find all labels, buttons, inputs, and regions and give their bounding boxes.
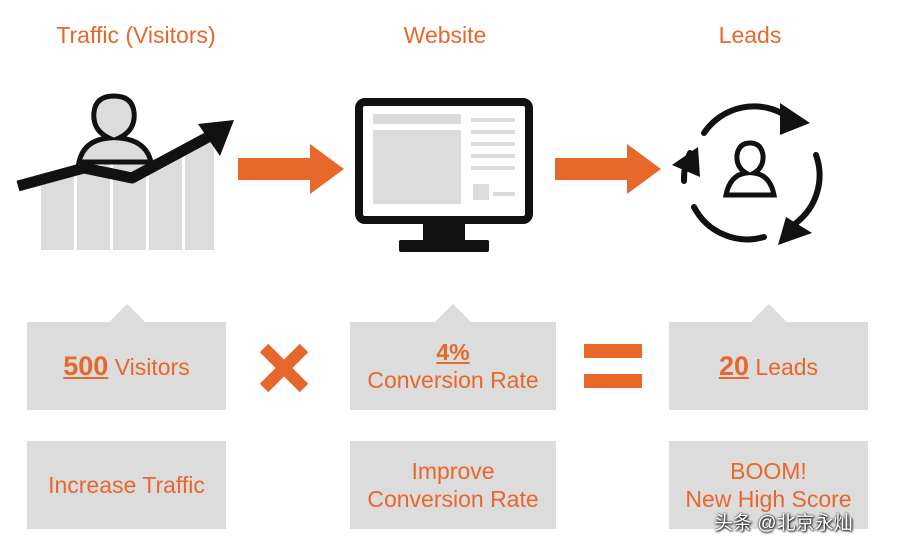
arrow-right-icon [238, 144, 344, 194]
visitors-value: 500 [63, 350, 109, 381]
increase-traffic-label: Increase Traffic [48, 472, 205, 498]
conversion-label: Conversion Rate [367, 367, 539, 393]
person-chart-icon [16, 93, 234, 250]
improve-label: Improve [411, 458, 495, 484]
traffic-heading: Traffic (Visitors) [56, 22, 216, 48]
leads-line: 20 Leads [719, 352, 818, 381]
monitor-icon [355, 98, 533, 252]
conversion-box: 4% Conversion Rate [350, 304, 556, 410]
visitors-box: 500 Visitors [27, 304, 226, 410]
multiply-icon [259, 343, 309, 393]
leads-heading: Leads [718, 22, 782, 48]
arrow-right-icon [555, 144, 661, 194]
leads-label: Leads [755, 353, 819, 380]
equals-icon [584, 344, 642, 388]
conversion-rate-label: Conversion Rate [367, 486, 539, 512]
high-score-label: New High Score [685, 486, 852, 512]
visitors-label: Visitors [114, 353, 190, 380]
visitors-line: 500 Visitors [63, 352, 189, 381]
leads-value: 20 [718, 350, 749, 381]
improve-conversion-box: Improve Conversion Rate [350, 441, 556, 529]
leads-box: 20 Leads [669, 304, 868, 410]
cycle-person-icon [672, 103, 823, 245]
increase-traffic-box: Increase Traffic [27, 441, 226, 529]
boom-label: BOOM! [730, 458, 807, 484]
watermark-text: 头条 @北京永灿 [714, 513, 853, 534]
boom-box: BOOM! New High Score [669, 441, 868, 529]
website-heading: Website [403, 22, 487, 48]
conversion-value: 4% [436, 339, 470, 365]
